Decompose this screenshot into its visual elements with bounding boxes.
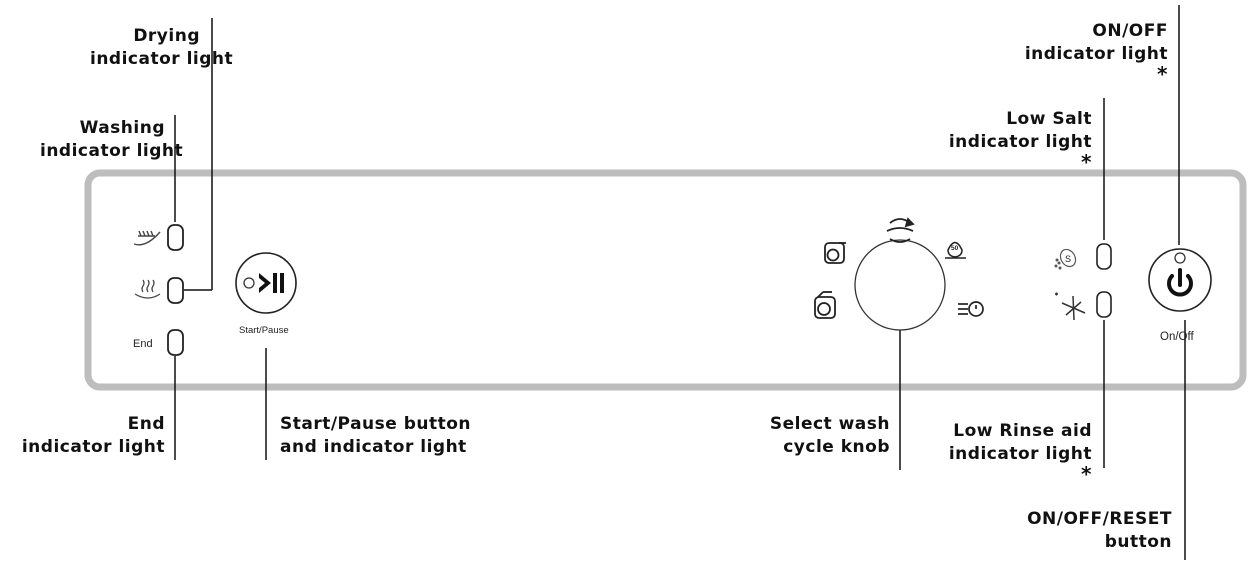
callout-end: End indicator light	[20, 413, 165, 459]
on-off-reset-button[interactable]	[1148, 248, 1212, 312]
callout-select-knob: Select wash cycle knob	[740, 413, 890, 459]
callout-washing-line1: Washing	[79, 118, 165, 138]
heat-waves-icon	[134, 279, 161, 299]
callout-low-salt-line2: indicator light	[948, 132, 1092, 152]
start-pause-indicator-light	[243, 277, 255, 289]
power-icon	[1167, 268, 1193, 297]
low-rinse-aid-indicator-light	[1096, 291, 1112, 318]
start-pause-label: Start/Pause	[239, 325, 289, 336]
callout-reset-button-line2: button	[1104, 532, 1172, 552]
control-panel-frame	[84, 169, 1247, 391]
callout-on-off-asterisk: *	[1157, 62, 1168, 86]
on-off-indicator-light	[1174, 252, 1186, 264]
callout-drying: Drying indicator light	[90, 25, 234, 71]
callout-low-salt-asterisk: *	[1081, 150, 1092, 174]
callout-low-rinse-line1: Low Rinse aid	[953, 421, 1092, 441]
callout-low-rinse-asterisk: *	[1081, 462, 1092, 486]
callout-end-line2: indicator light	[21, 437, 165, 457]
callout-start-pause: Start/Pause button and indicator light	[280, 413, 471, 459]
callout-start-pause-line2: and indicator light	[280, 437, 467, 457]
eco-badge: 50	[951, 245, 959, 252]
callout-select-knob-line1: Select wash	[769, 414, 890, 434]
callout-on-off-light: ON/OFF indicator light*	[990, 20, 1168, 89]
callout-low-rinse: Low Rinse aid indicator light*	[900, 420, 1092, 489]
sparkle-icon	[1055, 292, 1086, 321]
wash-cycle-knob[interactable]	[854, 239, 946, 331]
low-salt-indicator-light	[1096, 243, 1112, 270]
program-icon-auto	[886, 217, 915, 243]
callout-washing: Washing indicator light	[40, 117, 184, 163]
callout-select-knob-line2: cycle knob	[783, 437, 890, 457]
salt-icon	[1054, 248, 1077, 270]
drying-indicator-light	[167, 277, 184, 304]
program-icon-eco	[945, 241, 966, 259]
callout-low-rinse-line2: indicator light	[948, 444, 1092, 464]
start-pause-button[interactable]	[235, 252, 297, 314]
callout-on-off-light-line1: ON/OFF	[1092, 21, 1168, 41]
callout-low-salt: Low Salt indicator light*	[910, 108, 1092, 177]
on-off-label: On/Off	[1160, 331, 1194, 343]
callout-drying-line2: indicator light	[90, 49, 234, 69]
program-icon-intensive	[824, 242, 846, 264]
callout-reset-button: ON/OFF/RESET button	[990, 508, 1172, 554]
callout-low-salt-line1: Low Salt	[1006, 109, 1092, 129]
play-pause-icon	[259, 273, 284, 293]
spray-arm-icon	[133, 230, 161, 246]
callout-washing-line2: indicator light	[40, 141, 184, 161]
callout-reset-button-line1: ON/OFF/RESET	[1027, 509, 1172, 529]
salt-letter: S	[1065, 254, 1071, 264]
callout-on-off-light-line2: indicator light	[1024, 44, 1168, 64]
callout-drying-line1: Drying	[133, 26, 200, 46]
end-indicator-light	[167, 329, 184, 356]
callout-end-line1: End	[127, 414, 165, 434]
end-label: End	[133, 338, 153, 350]
callout-start-pause-line1: Start/Pause button	[280, 414, 472, 434]
program-icon-pre-wash	[814, 291, 836, 319]
washing-indicator-light	[167, 224, 184, 251]
program-icon-quick	[958, 301, 984, 317]
